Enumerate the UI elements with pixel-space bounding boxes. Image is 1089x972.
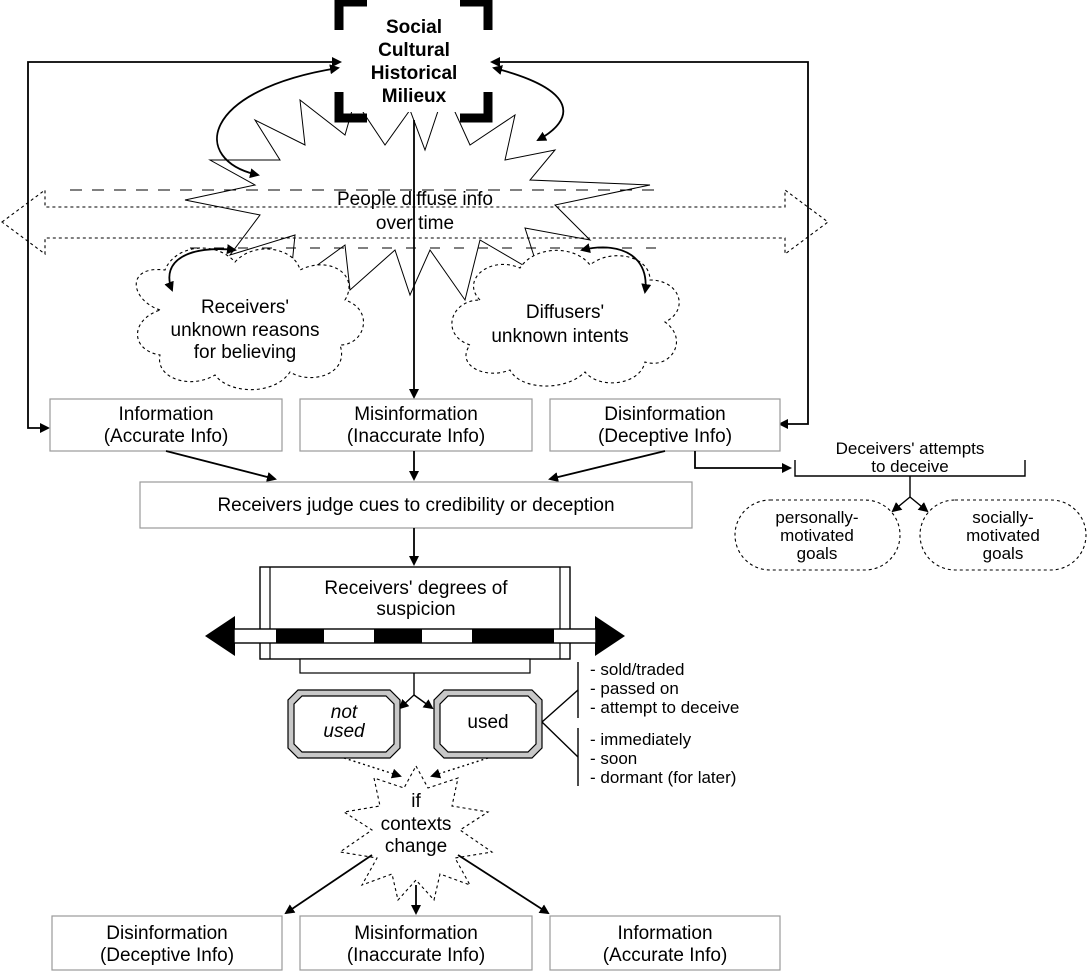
social-goals-line3: goals — [983, 544, 1024, 563]
bottom-box-misinformation-title: Misinformation — [354, 923, 478, 944]
diffuse-line1: People diffuse info — [337, 189, 493, 210]
suspicion-box: Receivers' degrees of suspicion — [259, 566, 571, 674]
top-box-disinformation-sub: (Deceptive Info) — [598, 426, 732, 447]
personal-goals-line2: motivated — [780, 526, 854, 545]
receivers-cloud-line2: unknown reasons — [171, 320, 320, 341]
dotted-arrow-not-used-to-contexts — [343, 757, 402, 779]
top-box-misinformation-sub: (Inaccurate Info) — [347, 426, 485, 447]
used-branch-upper — [541, 689, 579, 723]
milieu-line4: Milieux — [382, 86, 447, 107]
social-goals-line1: socially- — [972, 508, 1033, 527]
contexts-change-burst: if contexts change — [338, 764, 494, 902]
not-used-line1: not — [331, 702, 358, 723]
not-used-line2: used — [323, 721, 366, 742]
used-node: used — [433, 689, 543, 759]
top-box-information: Information (Accurate Info) — [49, 398, 283, 452]
milieu-line3: Historical — [371, 63, 458, 84]
bottom-box-information-title: Information — [617, 923, 712, 944]
arrow-to-personal-goals — [891, 496, 911, 513]
milieu-line1: Social — [386, 17, 442, 38]
social-goals: socially- motivated goals — [919, 499, 1087, 571]
diffuse-line2: over time — [376, 213, 454, 234]
arrow-disinformation-to-deceivers — [694, 451, 792, 473]
curved-arrow-left-bottom — [164, 244, 237, 292]
arrow-to-not-used — [398, 673, 415, 710]
bottom-box-information: Information (Accurate Info) — [549, 915, 781, 971]
bottom-box-misinformation: Misinformation (Inaccurate Info) — [299, 915, 533, 971]
bottom-box-disinformation: Disinformation (Deceptive Info) — [51, 915, 283, 971]
personal-goals: personally- motivated goals — [734, 499, 901, 571]
bottom-box-disinformation-title: Disinformation — [106, 923, 227, 944]
top-box-information-title: Information — [118, 404, 213, 425]
social-goals-line2: motivated — [966, 526, 1040, 545]
curved-arrow-right-top — [492, 65, 565, 141]
used-list-a-3: - attempt to deceive — [590, 698, 739, 717]
used-list-a-1: - sold/traded — [590, 660, 685, 679]
arrow-to-social-goals — [909, 496, 929, 513]
bottom-box-misinformation-sub: (Inaccurate Info) — [347, 945, 485, 966]
arrow-contexts-to-information — [457, 854, 550, 915]
top-box-disinformation-title: Disinformation — [604, 404, 725, 425]
bottom-box-disinformation-sub: (Deceptive Info) — [100, 945, 234, 966]
bottom-box-information-sub: (Accurate Info) — [603, 945, 728, 966]
feedback-arrow-information — [27, 57, 342, 433]
judge-text: Receivers judge cues to credibility or d… — [217, 495, 614, 516]
scale-right-arrowhead — [595, 616, 625, 656]
used-list-b-2: - soon — [590, 749, 637, 768]
arrow-to-used — [413, 694, 434, 710]
diffusers-cloud-line2: unknown intents — [491, 326, 628, 347]
contexts-line2: contexts — [381, 814, 452, 835]
arrow-disinformation-to-judge — [548, 450, 666, 482]
deceivers-line2: to deceive — [871, 457, 949, 476]
suspicion-scale — [205, 616, 625, 656]
used-list-a-2: - passed on — [590, 679, 679, 698]
not-used-node: not used — [287, 689, 401, 759]
dotted-arrow-used-to-contexts — [430, 757, 489, 779]
top-box-information-sub: (Accurate Info) — [104, 426, 229, 447]
milieu-line2: Cultural — [378, 40, 450, 61]
curved-arrow-right-bottom — [580, 243, 652, 294]
deceivers-attempts: Deceivers' attempts to deceive — [794, 439, 1026, 477]
receivers-cloud-line1: Receivers' — [201, 297, 289, 318]
judge-cues-box: Receivers judge cues to credibility or d… — [139, 481, 693, 529]
scale-left-arrowhead — [205, 616, 235, 656]
used-list-b-1: - immediately — [590, 730, 692, 749]
personal-goals-line3: goals — [797, 544, 838, 563]
arrow-contexts-to-disinformation — [284, 854, 373, 915]
personal-goals-line1: personally- — [775, 508, 858, 527]
deceivers-line1: Deceivers' attempts — [836, 439, 985, 458]
arrow-information-to-judge — [165, 450, 277, 482]
curved-arrow-left-top — [216, 64, 340, 179]
diffusers-intents-cloud: Diffusers' unknown intents — [451, 249, 680, 387]
suspicion-line2: suspicion — [376, 599, 455, 620]
top-box-disinformation: Disinformation (Deceptive Info) — [549, 398, 781, 452]
feedback-arrow-disinformation — [490, 57, 809, 429]
top-box-misinformation: Misinformation (Inaccurate Info) — [299, 398, 533, 452]
used-label: used — [467, 712, 508, 733]
used-list-b-3: - dormant (for later) — [590, 768, 736, 787]
contexts-line3: change — [385, 836, 447, 857]
contexts-line1: if — [411, 791, 421, 812]
social-cultural-historical-milieux: Social Cultural Historical Milieux — [334, 0, 493, 123]
used-branch-lower — [541, 721, 579, 758]
receivers-cloud-line3: for believing — [194, 342, 296, 363]
diffusers-cloud-line1: Diffusers' — [526, 302, 604, 323]
suspicion-line1: Receivers' degrees of — [324, 578, 508, 599]
top-box-misinformation-title: Misinformation — [354, 404, 478, 425]
